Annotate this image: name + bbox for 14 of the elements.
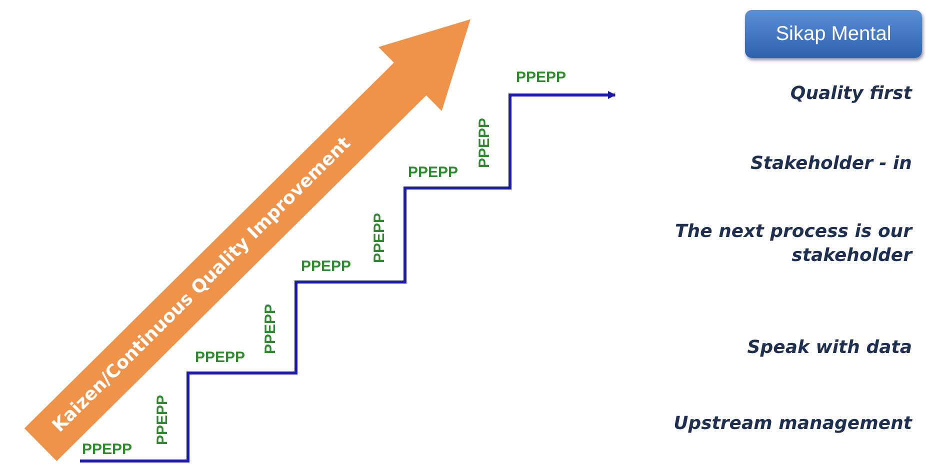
step-label: PPEPP	[195, 350, 246, 366]
list-item: Speak with data	[746, 336, 912, 360]
heading-button: Sikap Mental	[745, 10, 922, 58]
list-item: Upstream management	[672, 412, 912, 436]
step-label: PPEPP	[263, 304, 279, 354]
list-item: Stakeholder - in	[749, 152, 912, 176]
step-label: PPEPP	[408, 165, 458, 181]
step-label: PPEPP	[82, 442, 132, 458]
list-item: Quality first	[789, 82, 912, 106]
list-item: The next process is our stakeholder	[674, 220, 912, 268]
step-label: PPEPP	[477, 118, 493, 168]
step-label: PPEPP	[301, 259, 352, 275]
step-label: PPEPP	[516, 70, 566, 86]
step-label: PPEPP	[372, 213, 388, 264]
